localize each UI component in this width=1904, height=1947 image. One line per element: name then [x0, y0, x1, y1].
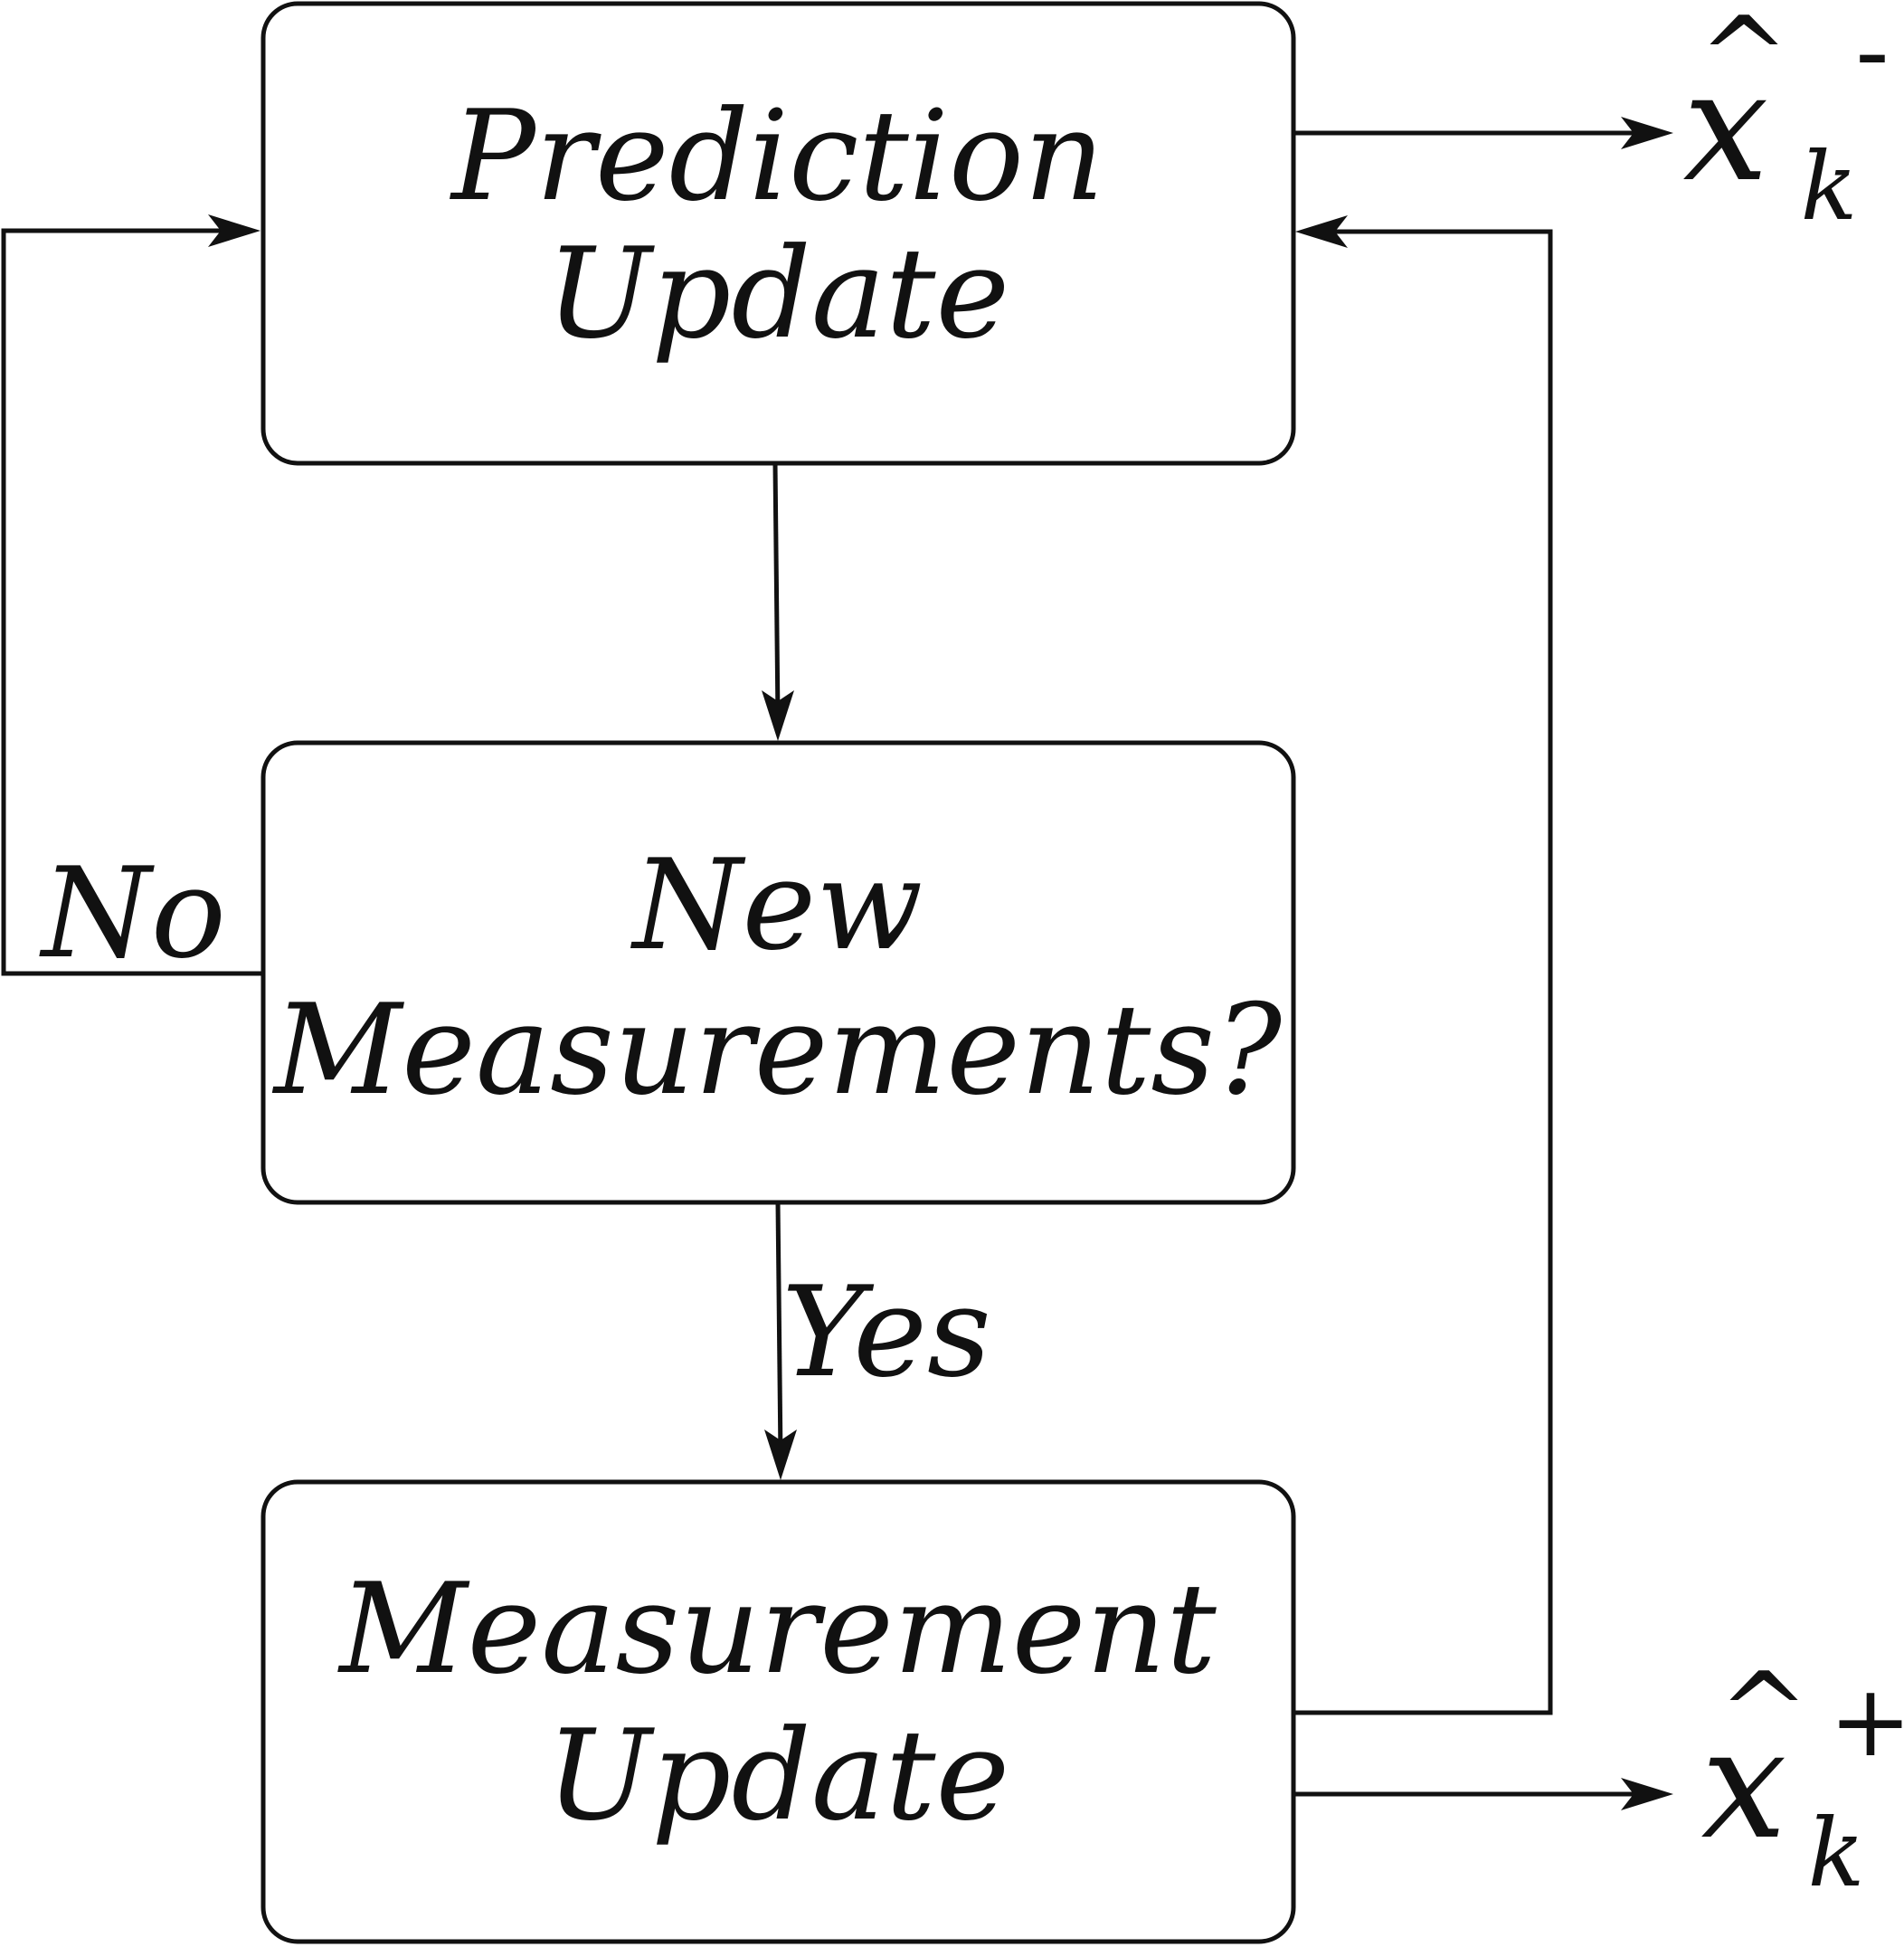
- prior-estimate-symbol: ^ x k -: [1683, 0, 1890, 242]
- posterior-x-symbol: x: [1701, 1695, 1787, 1873]
- prediction-update-label-line2: Update: [546, 221, 1009, 366]
- new-measurements-decision-node: New Measurements?: [260, 740, 1296, 1205]
- arrow-no-loop: [1, 214, 263, 976]
- prior-hat-accent: ^: [1699, 0, 1790, 120]
- measurement-update-label-line2: Update: [546, 1703, 1009, 1848]
- prediction-update-box: [260, 1, 1296, 466]
- posterior-estimate-symbol: ^ x k +: [1701, 1650, 1904, 1908]
- arrow-posterior-output: [1293, 1778, 1673, 1810]
- prior-superscript-minus: -: [1855, 0, 1889, 109]
- arrow-feedback-loop: [1293, 215, 1553, 1715]
- prediction-update-node: Prediction Update: [260, 1, 1296, 466]
- new-measurements-label-line2: Measurements?: [271, 977, 1283, 1123]
- posterior-hat-accent: ^: [1719, 1650, 1810, 1776]
- arrow-prediction-to-decision: [762, 462, 794, 741]
- prior-subscript-k: k: [1800, 131, 1857, 242]
- posterior-subscript-k: k: [1807, 1798, 1864, 1908]
- prior-x-symbol: x: [1683, 38, 1769, 215]
- prediction-update-label-line1: Prediction: [449, 83, 1104, 229]
- no-label: No: [39, 841, 226, 986]
- measurement-update-label-line1: Measurement: [336, 1556, 1217, 1702]
- measurement-update-node: Measurement Update: [260, 1479, 1296, 1944]
- arrow-decision-to-measurement: [764, 1201, 797, 1480]
- new-measurements-label-line1: New: [630, 832, 924, 978]
- yes-label: Yes: [781, 1259, 991, 1405]
- posterior-superscript-plus: +: [1829, 1663, 1904, 1779]
- arrow-prior-output: [1293, 117, 1673, 149]
